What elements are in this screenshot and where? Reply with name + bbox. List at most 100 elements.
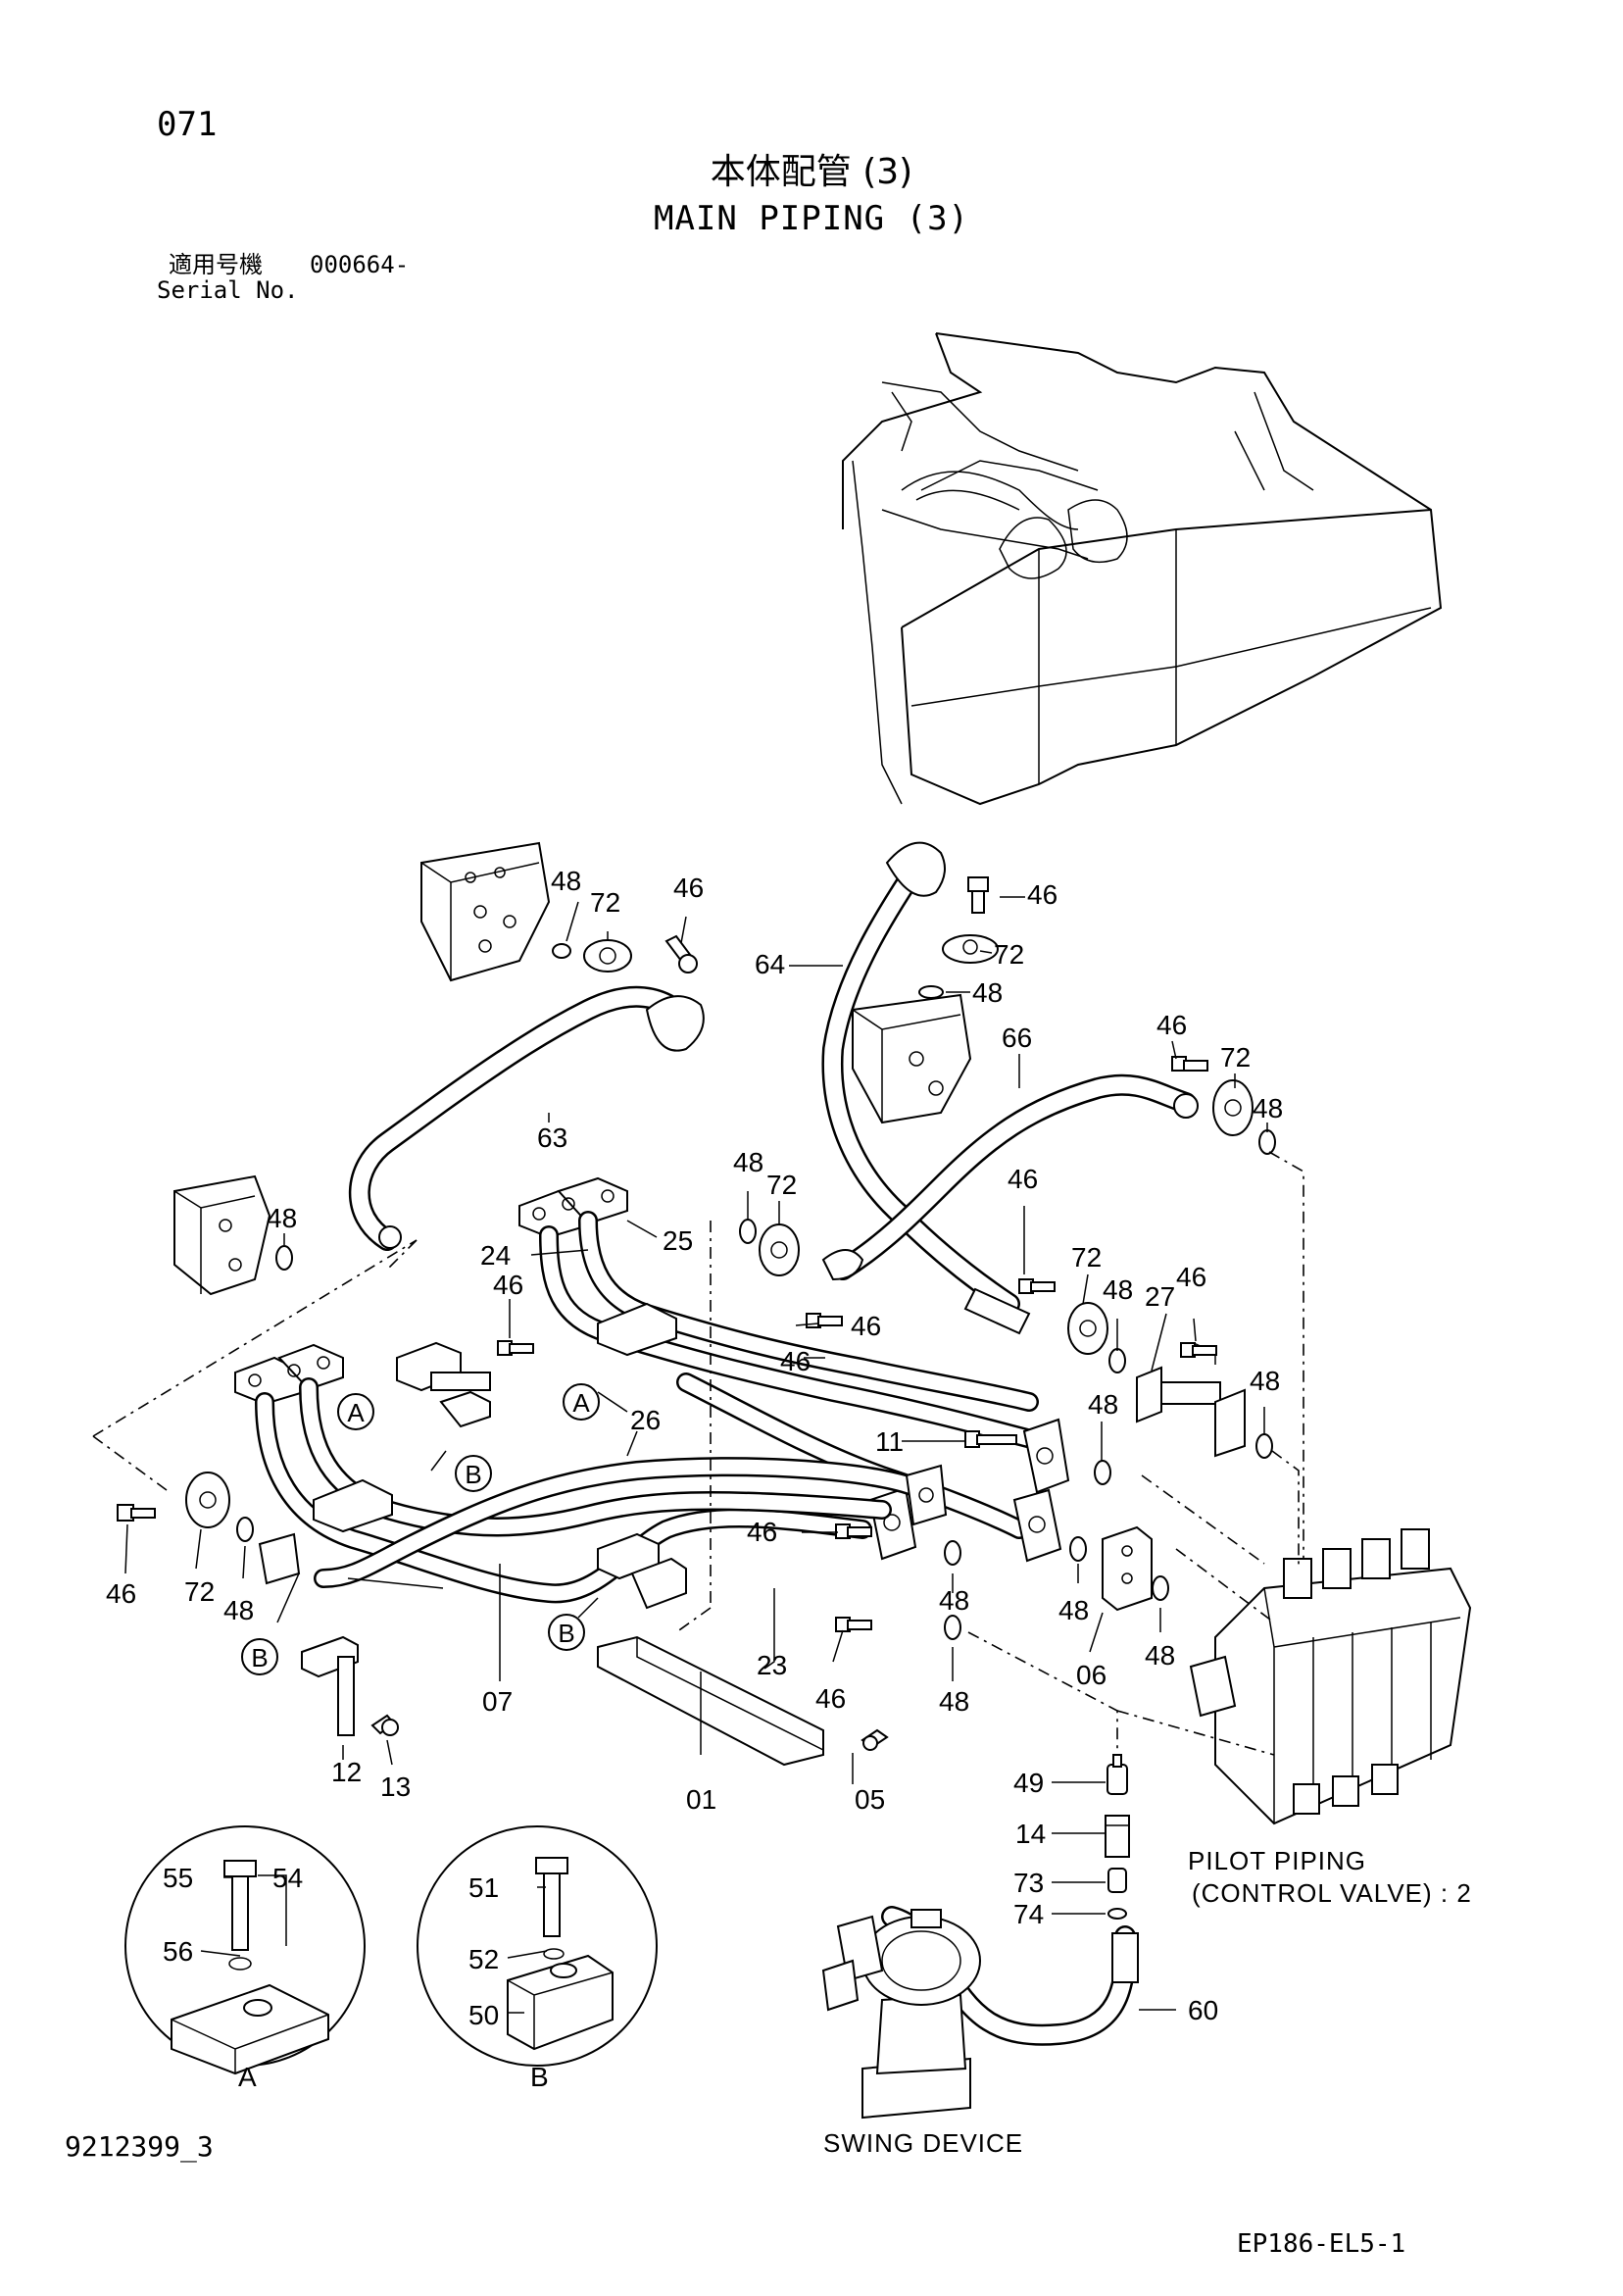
label-72: 72 <box>766 1170 797 1200</box>
o-ring-48-lower-mid <box>1069 1536 1087 1562</box>
bracket-12 <box>301 1635 359 1736</box>
valve-block-far-left <box>173 1174 271 1296</box>
svg-text:A: A <box>347 1398 365 1427</box>
callout-b-3: B <box>548 1614 585 1651</box>
bolt-46-left <box>117 1504 156 1522</box>
bolt-05 <box>861 1728 889 1751</box>
callout-a-1: A <box>337 1393 374 1430</box>
label-73: 73 <box>1013 1868 1044 1898</box>
label-72: 72 <box>1071 1242 1102 1273</box>
bolt-46-27 <box>1180 1342 1217 1358</box>
svg-text:B: B <box>465 1460 481 1489</box>
o-ring-48-right <box>1258 1129 1276 1155</box>
label-49: 49 <box>1013 1768 1044 1798</box>
label-74: 74 <box>1013 1899 1044 1929</box>
label-46: 46 <box>1176 1262 1206 1292</box>
label-64: 64 <box>755 949 785 979</box>
o-ring-48-23-upper <box>944 1540 961 1566</box>
label-48: 48 <box>551 866 581 896</box>
label-48: 48 <box>1058 1595 1089 1625</box>
swing-device <box>821 1909 981 2120</box>
label-23: 23 <box>757 1650 787 1680</box>
bolt-46-top-right <box>967 876 989 914</box>
leader-lines <box>124 896 1268 2014</box>
label-06: 06 <box>1076 1660 1107 1690</box>
o-ring-48-top-right <box>918 985 944 999</box>
clamp-center <box>597 1532 687 1610</box>
machine-body-illustration <box>842 332 1443 806</box>
document-number: 9212399_3 <box>65 2130 214 2163</box>
control-valve <box>1189 1528 1472 1825</box>
label-12: 12 <box>331 1757 362 1787</box>
o-ring-48-27 <box>1255 1433 1273 1459</box>
o-ring-48-mid <box>739 1219 757 1244</box>
label-48: 48 <box>972 977 1003 1008</box>
o-ring-48-far-left <box>275 1245 293 1271</box>
label-51: 51 <box>468 1872 499 1903</box>
label-48: 48 <box>1250 1366 1280 1396</box>
label-48: 48 <box>1103 1274 1133 1305</box>
detail-b-circle <box>417 1825 658 2067</box>
pipe-07-assembly <box>234 1343 892 1604</box>
bolt-46-right <box>1171 1056 1208 1072</box>
label-55: 55 <box>163 1863 193 1893</box>
label-46: 46 <box>106 1578 136 1609</box>
swing-device-caption: SWING DEVICE <box>823 2128 1023 2158</box>
label-01: 01 <box>686 1784 716 1815</box>
bolt-46-center-right <box>1018 1278 1056 1294</box>
label-56: 56 <box>163 1936 193 1967</box>
label-48: 48 <box>1145 1640 1175 1671</box>
label-50: 50 <box>468 2000 499 2030</box>
svg-text:A: A <box>572 1388 590 1418</box>
pipe-27 <box>1136 1342 1246 1458</box>
label-24: 24 <box>480 1240 511 1271</box>
valve-block-upper-left <box>420 841 551 982</box>
page-title-english: MAIN PIPING (3) <box>653 199 970 238</box>
hose-63 <box>348 985 705 1251</box>
label-11: 11 <box>875 1426 904 1457</box>
label-07: 07 <box>482 1686 513 1717</box>
label-46: 46 <box>851 1311 881 1341</box>
bolt-46-mid <box>806 1313 843 1328</box>
pipes-24-25 <box>518 1176 1070 1563</box>
label-46: 46 <box>1156 1010 1187 1040</box>
hose-64 <box>821 841 1031 1335</box>
label-46: 46 <box>815 1683 846 1714</box>
o-ring-48-left <box>236 1517 254 1542</box>
flange-72-left <box>185 1472 230 1528</box>
label-25: 25 <box>663 1225 693 1256</box>
page-number: 071 <box>157 105 218 144</box>
hose-66 <box>821 1073 1199 1281</box>
label-72: 72 <box>590 887 620 918</box>
o-ring-48-upper-left <box>552 943 571 959</box>
label-46: 46 <box>1027 879 1057 910</box>
svg-text:B: B <box>558 1619 574 1648</box>
label-66: 66 <box>1002 1023 1032 1053</box>
serial-number-value: 000664- <box>310 251 410 278</box>
flange-72-upper-left <box>583 939 632 973</box>
bracket-01 <box>597 1635 824 1767</box>
callout-a-2: A <box>563 1383 600 1421</box>
connection-lines <box>92 1151 1304 1756</box>
block-06 <box>1102 1525 1153 1612</box>
clamp-upper <box>396 1341 491 1428</box>
callout-b-2: B <box>241 1638 278 1675</box>
page-title-japanese: 本体配管 (3) <box>710 152 913 192</box>
label-48: 48 <box>223 1595 254 1625</box>
serial-label-japanese: 適用号機 <box>169 251 263 278</box>
fitting-73 <box>1107 1868 1127 1893</box>
o-ring-48-center-right <box>1108 1348 1126 1373</box>
serial-label-english: Serial No. <box>157 276 299 304</box>
label-60: 60 <box>1188 1995 1218 2025</box>
pilot-piping-caption-line2: (CONTROL VALVE) : 2 <box>1192 1878 1472 1908</box>
pilot-piping-caption-line1: PILOT PIPING <box>1188 1846 1366 1875</box>
bolt-46-clamp <box>497 1340 534 1356</box>
label-48: 48 <box>1253 1093 1283 1123</box>
svg-text:B: B <box>251 1643 268 1672</box>
valve-block-center <box>852 993 972 1124</box>
flange-72-center-right <box>1067 1302 1108 1355</box>
label-46: 46 <box>493 1270 523 1300</box>
label-72: 72 <box>1220 1042 1251 1073</box>
label-48: 48 <box>939 1585 969 1616</box>
